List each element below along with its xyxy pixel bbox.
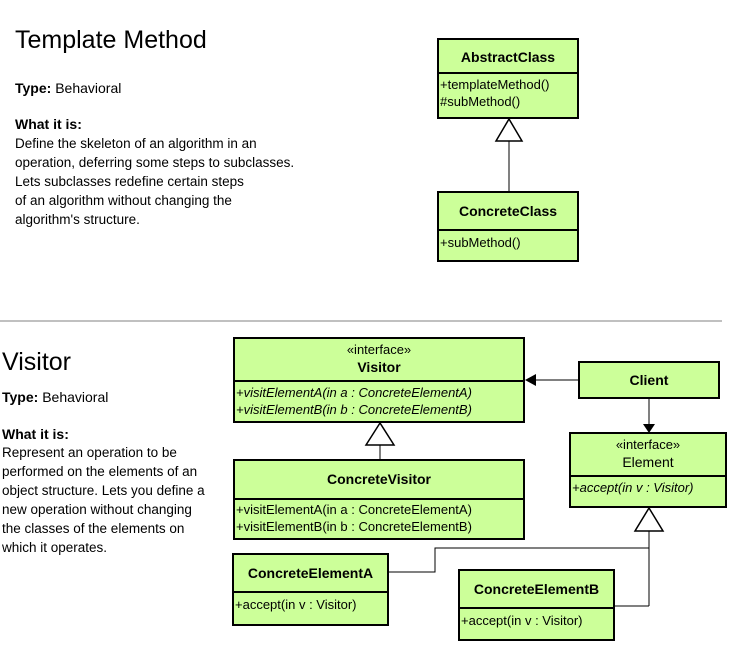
operation: +accept(in v : Visitor) [235,597,357,612]
section-divider [0,320,722,322]
description-line: Lets subclasses redefine certain steps [15,174,244,189]
operation: +visitElementA(in a : ConcreteElementA) [236,385,472,400]
template-method-what-heading: What it is: [15,116,82,132]
class-name: ConcreteClass [458,203,558,219]
class-name: AbstractClass [460,49,556,65]
visitor-type: Type: Behavioral [2,389,108,405]
type-label: Type: [2,389,39,405]
operation: +subMethod() [440,235,521,250]
template-method-title: Template Method [15,26,207,54]
inheritance-arrowhead-abstractclass [494,117,524,142]
visitor-interface-box: «interface» Visitor +visitElementA(in a … [233,337,525,423]
operation: +visitElementB(in b : ConcreteElementB) [236,402,472,417]
association-arrowhead-element [643,424,655,433]
description-line: object structure. Lets you define a [2,483,205,498]
class-name: ConcreteVisitor [327,471,431,487]
operation: +visitElementA(in a : ConcreteElementA) [236,502,472,517]
visitor-description: Represent an operation to be performed o… [2,443,205,557]
visitor-title: Visitor [2,348,72,376]
type-value: Behavioral [55,80,122,96]
operation: +accept(in v : Visitor) [461,613,583,628]
description-line: new operation without changing [2,502,192,517]
abstractclass-box: AbstractClass +templateMethod() #subMeth… [437,38,579,119]
inheritance-arrowhead-visitor [364,421,396,446]
operation: +templateMethod() [440,77,550,92]
type-label: Type: [15,80,52,96]
stereotype: «interface» [346,342,412,357]
visitor-what-heading: What it is: [2,426,69,442]
class-name: ConcreteElementB [473,581,600,597]
stereotype: «interface» [615,437,681,452]
description-line: which it operates. [2,540,108,555]
association-arrowhead-visitor [525,374,536,386]
class-name: Client [629,372,669,388]
description-line: operation, deferring some steps to subcl… [15,155,295,170]
inheritance-arrowhead-element [633,506,665,532]
class-name: ConcreteElementA [247,565,374,581]
operation: #subMethod() [440,94,521,109]
template-method-description: Define the skeleton of an algorithm in a… [15,134,294,229]
client-box: Client [578,361,720,399]
description-line: the classes of the elements on [2,521,185,536]
concretevisitor-box: ConcreteVisitor +visitElementA(in a : Co… [233,459,525,540]
description-line: performed on the elements of an [2,464,198,479]
type-value: Behavioral [42,389,109,405]
description-line: Represent an operation to be [2,445,177,460]
concreteelementb-box: ConcreteElementB +accept(in v : Visitor) [458,569,615,641]
operation: +visitElementB(in b : ConcreteElementB) [236,519,472,534]
description-line: Define the skeleton of an algorithm in a… [15,136,257,151]
class-name: Visitor [357,359,401,375]
concreteelementa-box: ConcreteElementA +accept(in v : Visitor) [232,553,389,626]
class-name: Element [622,454,674,470]
operation: +accept(in v : Visitor) [572,480,694,495]
element-interface-box: «interface» Element +accept(in v : Visit… [569,432,727,508]
concreteclass-box: ConcreteClass +subMethod() [437,191,579,262]
description-line: algorithm's structure. [15,212,140,227]
template-method-type: Type: Behavioral [15,80,121,96]
inheritance-line-elementa [388,547,649,573]
description-line: of an algorithm without changing the [15,193,232,208]
